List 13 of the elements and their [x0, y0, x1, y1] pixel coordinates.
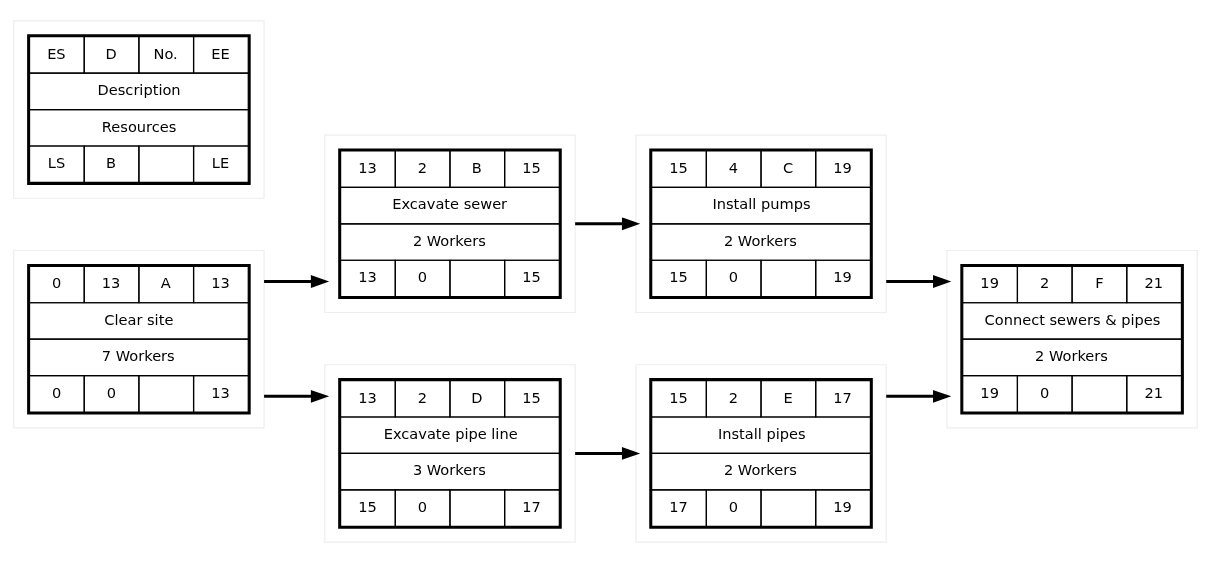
node-box: 13 2 B 15 Excavate sewer 2 Workers 13 0 15	[324, 134, 576, 314]
node-box: 15 4 C 19 Install pumps 2 Workers 15 0 19	[635, 134, 887, 314]
arrow	[575, 217, 641, 231]
arrow	[886, 389, 952, 403]
arrow	[886, 275, 952, 288]
node-box: 13 2 D 15 Excavate pipe line 3 Workers 15 0 17	[324, 364, 576, 543]
arrow	[264, 275, 330, 288]
arrow	[575, 447, 641, 460]
arrow	[264, 389, 330, 403]
node-box: 0 13 A 13 Clear site 7 Workers 0 0 13	[13, 249, 265, 429]
node-box: 15 2 E 17 Install pipes 2 Workers 17 0 19	[635, 364, 887, 543]
node-box: 19 2 F 21 Connect sewers & pipes 2 Workers 19 0 21	[946, 249, 1198, 429]
node-box: ES D No. EE Description Resources LS B LE	[13, 20, 265, 199]
